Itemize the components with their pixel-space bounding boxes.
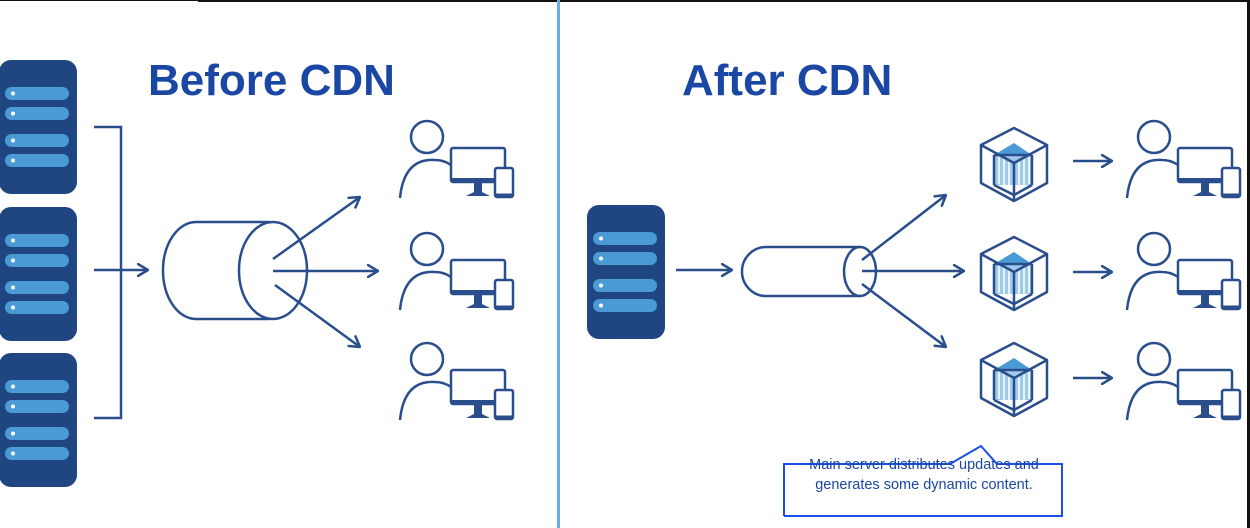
origin-server-icon-3 (0, 353, 77, 487)
main-server-icon (587, 205, 665, 339)
server-bracket (94, 125, 148, 420)
pipe-icon-after (740, 245, 878, 298)
origin-server-icon-2 (0, 207, 77, 341)
cdn-edge-cube-icon-2 (979, 235, 1049, 312)
callout-text: Main server distributes updates and gene… (809, 457, 1039, 493)
user-with-devices-icon-4 (1125, 119, 1242, 200)
callout-box (783, 444, 1063, 517)
frame-top-border (198, 0, 1250, 2)
user-with-devices-icon-1 (398, 119, 515, 200)
user-with-devices-icon-2 (398, 231, 515, 312)
panel-divider (557, 0, 560, 528)
frame-right-border (1247, 0, 1250, 528)
cdn-edge-cube-icon-3 (979, 341, 1049, 418)
user-with-devices-icon-6 (1125, 341, 1242, 422)
origin-server-icon-1 (0, 60, 77, 194)
user-with-devices-icon-5 (1125, 231, 1242, 312)
before-cdn-title: Before CDN (148, 56, 395, 105)
after-cdn-title: After CDN (682, 56, 893, 105)
distribution-arrows-before (272, 197, 378, 347)
cdn-edge-cube-icon-1 (979, 126, 1049, 203)
edge-to-user-arrows (1073, 161, 1112, 378)
distribution-arrows-after (861, 195, 964, 347)
frame-top-border-left (0, 0, 198, 1)
user-with-devices-icon-3 (398, 341, 515, 422)
